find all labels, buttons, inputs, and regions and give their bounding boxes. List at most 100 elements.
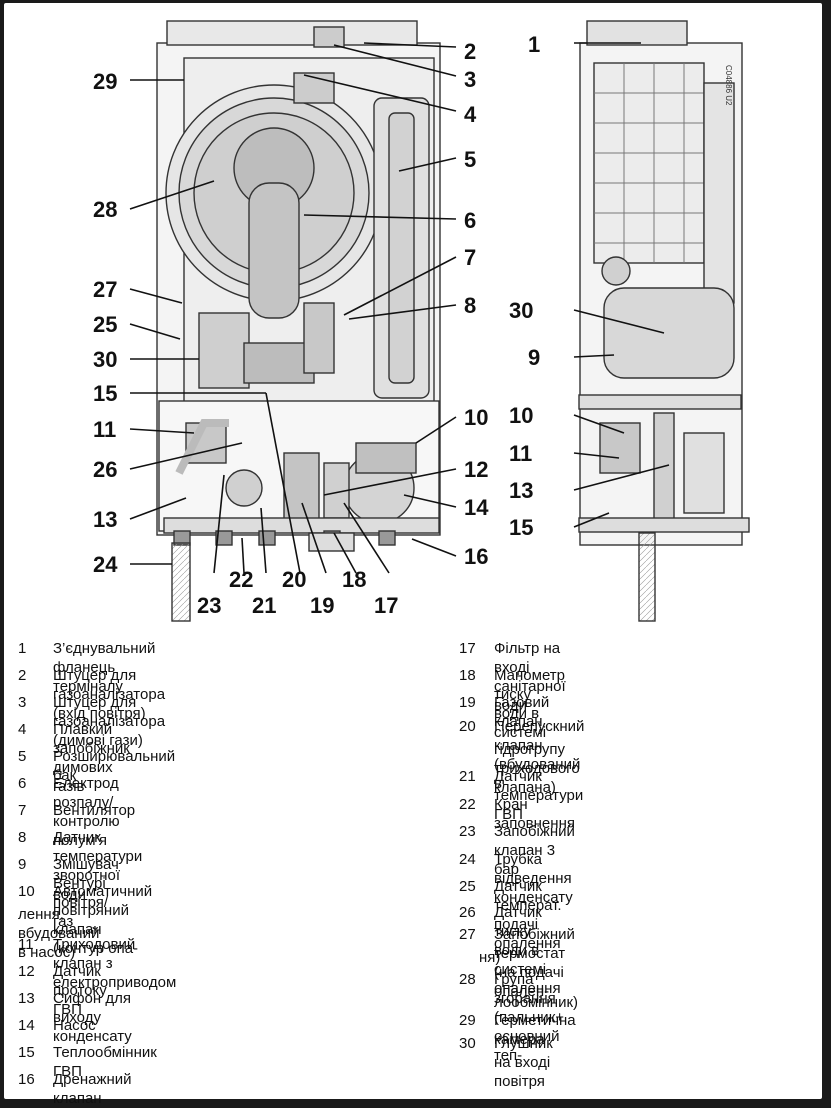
legend-number: 23 — [459, 823, 476, 840]
legend-text: Штуцер для газоаналізатора (димові гази) — [53, 694, 166, 749]
callout-side-11: 11 — [509, 441, 532, 466]
callout-4: 4 — [464, 102, 477, 127]
callout-side-30: 30 — [509, 298, 533, 323]
legend-text: Розширювальний бак — [53, 748, 176, 784]
legend-number: 10 — [18, 883, 35, 900]
legend-number: 9 — [18, 856, 27, 873]
legend-text: Запобіжний термостат (на подачі опален- — [494, 926, 575, 1000]
legend-text: Змішувач Вентурі повітря/газ — [53, 856, 119, 930]
legend-text: Автоматичний повітряний клапан (контур о… — [53, 883, 153, 957]
legend-number: 4 — [18, 721, 27, 738]
legend-text: Герметична камера — [494, 1012, 576, 1048]
legend-text: Дренажний клапан — [53, 1071, 132, 1107]
callout-side-9: 9 — [528, 345, 540, 370]
legend-text: Датчик тиску води в системі опалення — [494, 904, 561, 997]
boiler-diagram: C04886 U2 — [93, 20, 750, 622]
callout-2: 2 — [464, 39, 476, 64]
legend-number: 21 — [459, 768, 476, 785]
front-view — [156, 20, 441, 622]
legend-text: Сифон для виходу конденсату — [53, 990, 132, 1045]
legend-text: Датчик температ. подачі опалення — [494, 878, 562, 952]
callout-20: 20 — [282, 567, 306, 592]
legend-text: Фільтр на вході санітарної води — [494, 640, 566, 714]
callout-24: 24 — [93, 552, 118, 577]
legend-number: 16 — [18, 1071, 35, 1088]
legend-number: 6 — [18, 775, 27, 792]
callout-14: 14 — [464, 495, 489, 520]
callout-side-1: 1 — [528, 32, 540, 57]
legend-text: Електрод розпалу/контролю полум’я — [53, 775, 120, 849]
callout-15: 15 — [93, 381, 117, 406]
legend-number: 7 — [18, 802, 27, 819]
callout-23: 23 — [197, 593, 221, 618]
legend-text: Кран заповнення — [494, 796, 575, 832]
callout-8: 8 — [464, 293, 476, 318]
legend-text: Глушник на вході повітря — [494, 1035, 553, 1090]
legend-number: 26 — [459, 904, 476, 921]
legend-text: Газовий клапан — [494, 694, 550, 730]
legend-text: Триходовий клапан з електроприводом — [53, 936, 177, 991]
legend-number: 17 — [459, 640, 476, 657]
legend-number: 15 — [18, 1044, 35, 1061]
callout-5: 5 — [464, 147, 476, 172]
leader-lines — [129, 42, 670, 574]
legend-text: Датчик температури зворотної води — [53, 829, 143, 903]
callout-16: 16 — [464, 544, 488, 569]
legend-number: 20 — [459, 718, 476, 735]
legend-text: Насос — [53, 1017, 96, 1034]
legend-text: Манометр тиску води в системі — [494, 667, 566, 741]
sheet: C04886 U2 — [4, 3, 822, 1107]
legend-number: 5 — [18, 748, 27, 765]
callout-25: 25 — [93, 312, 117, 337]
callout-28: 28 — [93, 197, 117, 222]
callout-17: 17 — [374, 593, 398, 618]
legend-number: 29 — [459, 1012, 476, 1029]
legend-text: Теплообмінник ГВП — [53, 1044, 157, 1080]
callout-19: 19 — [310, 593, 334, 618]
legend-number: 2 — [18, 667, 27, 684]
callout-3: 3 — [464, 67, 476, 92]
legend-text: Перепускний клапан (вбудований в — [494, 718, 585, 792]
legend-number: 19 — [459, 694, 476, 711]
legend-number: 14 — [18, 1017, 35, 1034]
callout-29: 29 — [93, 69, 117, 94]
legend-number: 1 — [18, 640, 27, 657]
callout-30: 30 — [93, 347, 117, 372]
callout-10-front: 10 — [464, 405, 488, 430]
legend-number: 30 — [459, 1035, 476, 1052]
legend-text: З’єднувальний фланець терміналу — [53, 640, 156, 695]
legend-text: Датчик температури ГВП — [494, 768, 584, 823]
legend-text: Штуцер для газоаналізатора (вхід повітря… — [53, 667, 166, 722]
callout-labels: 2 3 4 5 6 7 8 29 28 27 25 30 15 11 26 13… — [93, 32, 540, 618]
legend-number: 3 — [18, 694, 27, 711]
legend-text-continued: гідрогрупу триходового клапана) — [494, 741, 580, 796]
legend-number: 11 — [18, 936, 34, 953]
legend-text: Плавкий запобіжник димових газів — [53, 721, 130, 795]
callout-21: 21 — [252, 593, 276, 618]
legend-text: Трубка відведення конденсату — [494, 851, 573, 906]
legend-number: 28 — [459, 971, 476, 988]
callout-26: 26 — [93, 457, 117, 482]
legend-number: 24 — [459, 851, 476, 868]
legend-number: 18 — [459, 667, 476, 684]
legend-number: 25 — [459, 878, 476, 895]
legend-number: 27 — [459, 926, 476, 943]
callout-12: 12 — [464, 457, 488, 482]
callout-22: 22 — [229, 567, 253, 592]
callout-side-15: 15 — [509, 515, 533, 540]
callout-13: 13 — [93, 507, 117, 532]
legend-number: 8 — [18, 829, 27, 846]
legend-text: Запобіжний клапан 3 бар — [494, 823, 575, 878]
legend-text-continued: лення, вбудований в насос) — [18, 906, 100, 961]
callout-7: 7 — [464, 245, 476, 270]
callout-18: 18 — [342, 567, 366, 592]
legend-number: 22 — [459, 796, 476, 813]
legend-text: Датчик протоку ГВП — [53, 963, 107, 1018]
callout-6: 6 — [464, 208, 476, 233]
side-view — [578, 20, 750, 622]
legend-number: 13 — [18, 990, 35, 1007]
legend-number: 12 — [18, 963, 35, 980]
callout-11: 11 — [93, 417, 116, 442]
drawing-code: C04886 U2 — [724, 65, 733, 106]
callout-27: 27 — [93, 277, 117, 302]
